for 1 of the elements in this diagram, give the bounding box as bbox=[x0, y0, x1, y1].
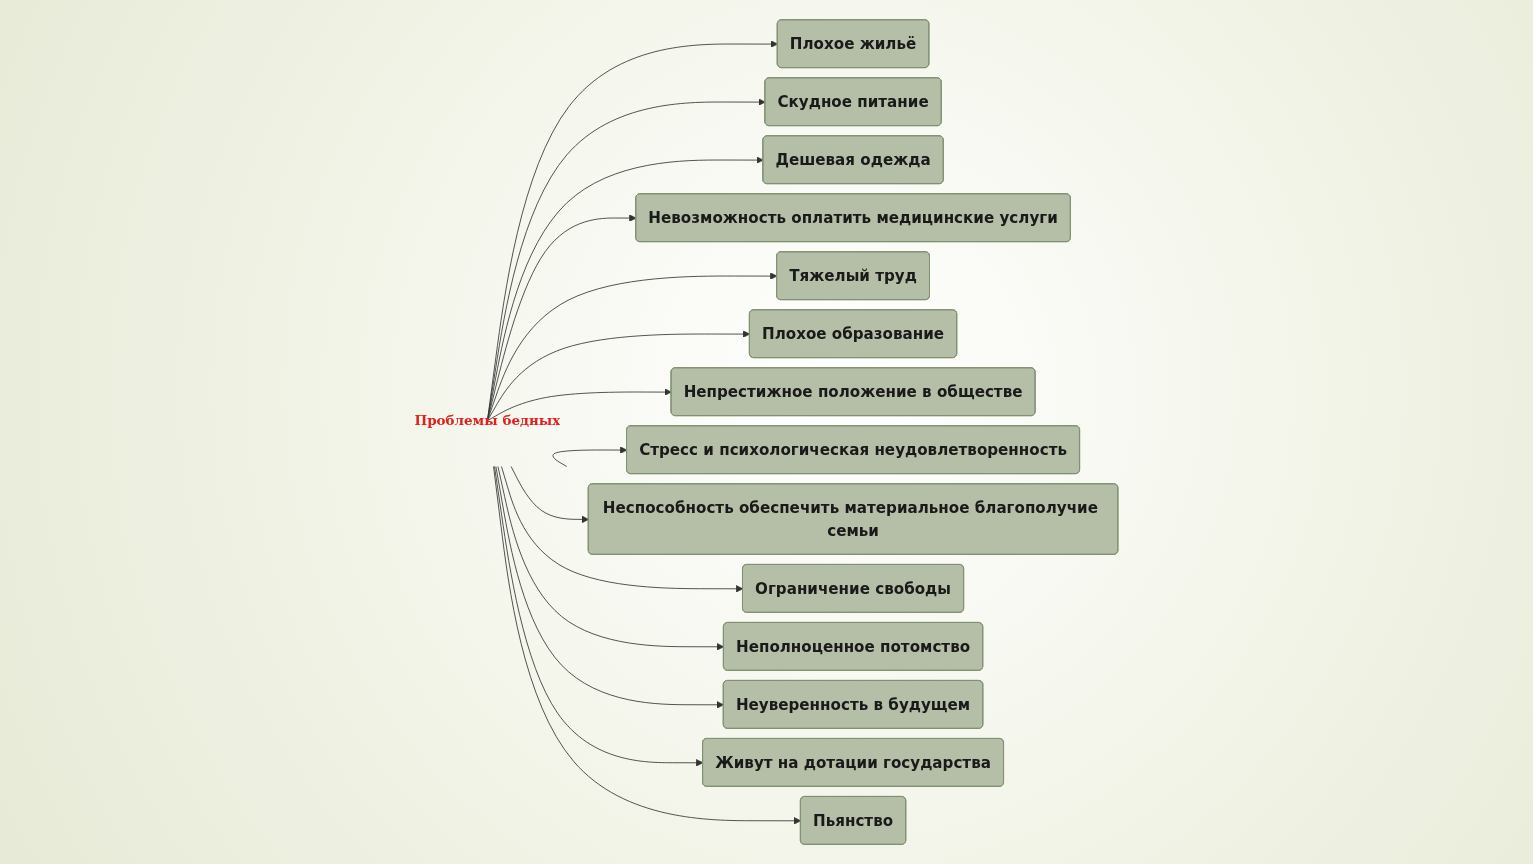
node-text: Проблемы бедных bbox=[414, 412, 561, 429]
